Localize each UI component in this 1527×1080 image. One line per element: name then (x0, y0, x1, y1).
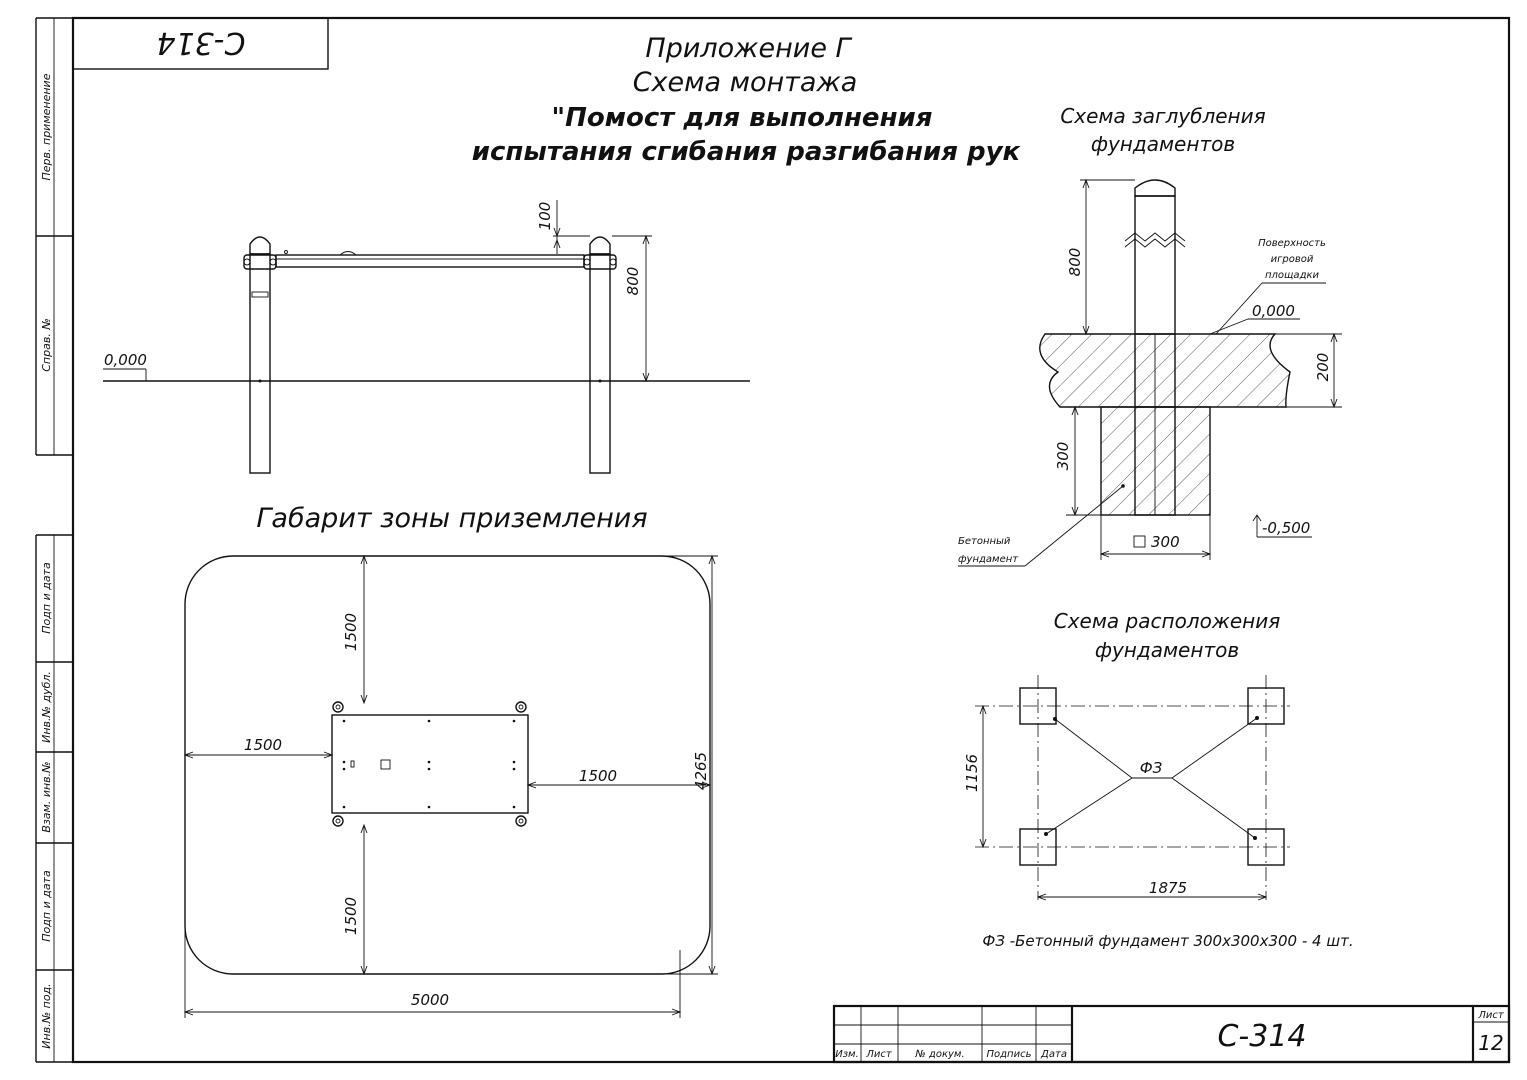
foundation-tr (1247, 687, 1285, 725)
title-line-1: Приложение Г (645, 33, 852, 64)
title-block: Изм. Лист № докум. Подпись Дата С-314 Ли… (832, 1004, 1511, 1064)
elevation-view: 0,000 800 100 (103, 200, 750, 474)
layout-scheme: Схема расположения фундаментов ФЗ 1156 1… (963, 609, 1354, 950)
tb-sheet-number: 12 (1478, 1031, 1503, 1055)
depth-dim-square: 300 (1151, 533, 1180, 551)
landing-dim-width: 5000 (411, 991, 449, 1009)
depth-level-top: 0,000 (1252, 302, 1295, 320)
tb-col-doc: № докум. (914, 1049, 964, 1060)
depth-heading-1: Схема заглубления (1060, 104, 1265, 128)
layout-dim-vertical: 1156 (963, 754, 981, 792)
elevation-level: 0,000 (104, 351, 147, 369)
surface-label-1: Поверхность (1258, 238, 1326, 249)
code-box-rotated: С-314 (72, 17, 329, 70)
layout-heading-2: фундаментов (1095, 638, 1239, 662)
layout-label: ФЗ (1140, 759, 1163, 777)
side-label-inv-dubl: Инв.№ дубл. (40, 671, 53, 743)
foundation-tl (1019, 687, 1057, 725)
surface-label-2: игровой (1271, 254, 1314, 265)
landing-dim-height: 4265 (692, 752, 710, 790)
foundation-br (1247, 828, 1285, 866)
square-symbol-icon (1133, 535, 1146, 548)
side-label-perv: Перв. применение (40, 73, 53, 180)
depth-dim-depth: 300 (1054, 442, 1072, 471)
sheet-frame (35, 16, 1511, 1064)
surface-label-3: площадки (1265, 270, 1320, 281)
landing-dim-left: 1500 (244, 736, 282, 754)
title-line-3: "Помост для выполнения (552, 103, 933, 133)
layout-note: ФЗ -Бетонный фундамент 300х300х300 - 4 ш… (982, 932, 1353, 950)
title-block-header: Приложение Г Схема монтажа "Помост для в… (472, 33, 1022, 167)
side-label-inv-pod: Инв.№ под. (40, 983, 53, 1048)
side-label-podp-2: Подп и дата (40, 870, 53, 942)
landing-zone-view: Габарит зоны приземления 1500 1500 (183, 503, 718, 1018)
elevation-dim-top: 100 (536, 202, 554, 231)
layout-dim-horizontal: 1875 (1149, 879, 1187, 897)
foundation-label-1: Бетонный (958, 536, 1011, 547)
landing-dim-top: 1500 (342, 613, 360, 651)
depth-dim-post: 800 (1066, 248, 1084, 277)
cover-layer (1039, 333, 1291, 408)
title-line-2: Схема монтажа (633, 67, 858, 98)
side-label-vzam: Взам. инв.№ (40, 761, 53, 832)
side-label-podp-1: Подп и дата (40, 562, 53, 634)
depth-heading-2: фундаментов (1091, 132, 1235, 156)
title-line-4: испытания сгибания разгибания рук (472, 137, 1022, 167)
landing-dim-bottom: 1500 (342, 897, 360, 935)
tb-col-sign: Подпись (987, 1049, 1032, 1060)
foundation-block (1100, 406, 1211, 516)
tb-col-list: Лист (865, 1049, 893, 1060)
side-labels: Перв. применение Справ. № Подп и дата Ин… (40, 73, 53, 1048)
landing-zone-outline (184, 555, 711, 975)
depth-dim-cover: 200 (1314, 353, 1332, 382)
depth-level-bottom: -0,500 (1262, 519, 1310, 537)
side-label-sprav: Справ. № (40, 318, 53, 372)
platform-plan (331, 714, 529, 814)
tb-col-date: Дата (1040, 1049, 1067, 1060)
tb-sheet-label: Лист (1477, 1010, 1505, 1021)
foundation-label-2: фундамент (958, 554, 1019, 565)
foundation-bl (1019, 828, 1057, 866)
landing-zone-heading: Габарит зоны приземления (256, 503, 647, 534)
tb-col-izm: Изм. (835, 1049, 859, 1060)
tb-code: С-314 (1217, 1019, 1306, 1054)
elevation-dim-height: 800 (624, 267, 642, 296)
landing-dim-right: 1500 (579, 767, 617, 785)
code-rotated: С-314 (156, 25, 245, 60)
depth-scheme: Схема заглубления фундаментов 800 (958, 104, 1342, 567)
layout-heading-1: Схема расположения (1054, 609, 1281, 633)
